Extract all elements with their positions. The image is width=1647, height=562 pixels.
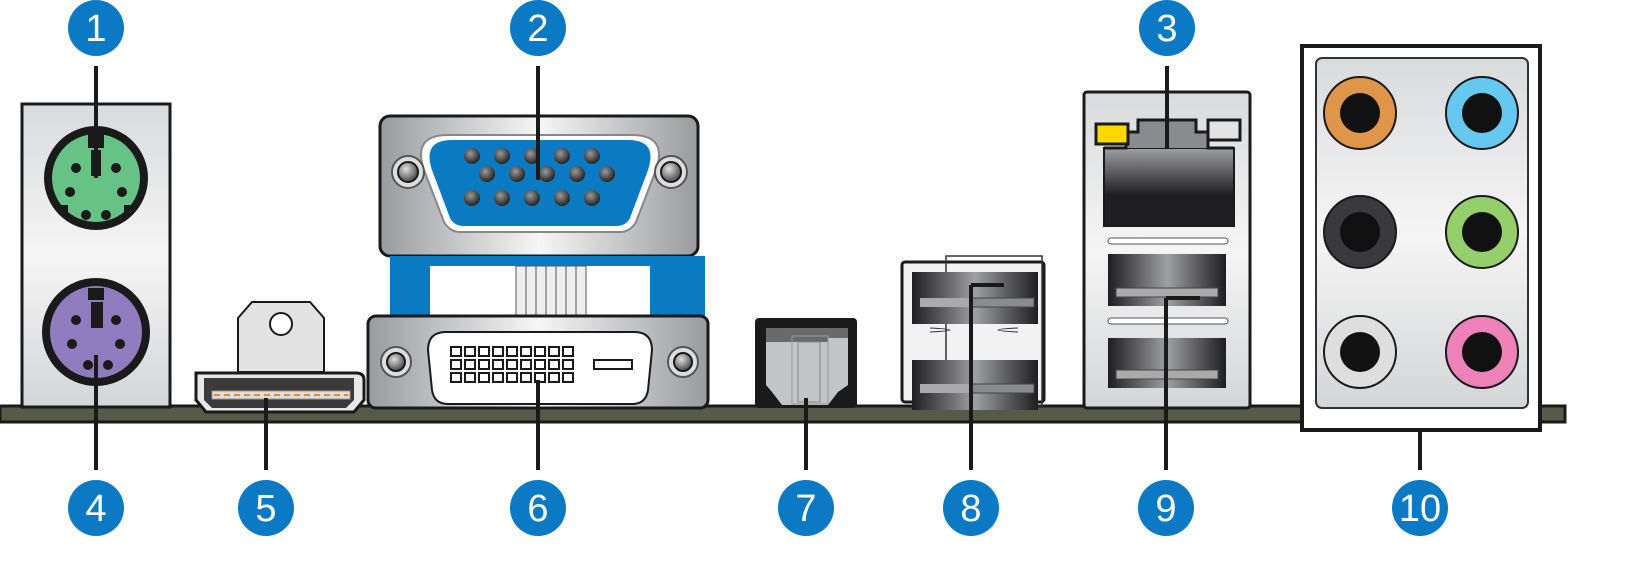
callout-badge-3: 3: [1139, 0, 1195, 56]
audio-jack[interactable]: [1323, 195, 1397, 269]
callout-number: 6: [527, 488, 548, 530]
callout-number: 8: [960, 488, 981, 530]
callout-badge-9: 9: [1138, 480, 1194, 536]
vga-pin: [569, 166, 585, 182]
dvi-pin: [534, 359, 546, 370]
dvi-pin: [450, 346, 462, 357]
dvi-pin: [534, 346, 546, 357]
dvi-pin: [478, 372, 490, 383]
audio-jack[interactable]: [1445, 76, 1519, 150]
callout-number: 2: [527, 8, 548, 50]
callout-badge-10: 10: [1392, 480, 1448, 536]
hdmi-port[interactable]: [194, 301, 366, 414]
vga-pin: [524, 190, 540, 206]
vga-pin: [584, 190, 600, 206]
dvi-port[interactable]: [366, 314, 710, 410]
usb-ports-8[interactable]: [900, 255, 1046, 410]
vga-pin: [494, 190, 510, 206]
audio-jack[interactable]: [1445, 315, 1519, 389]
callout-number: 9: [1155, 488, 1176, 530]
vga-pin: [539, 166, 555, 182]
callout-number: 1: [85, 8, 106, 50]
dvi-pin: [520, 372, 532, 383]
callout-badge-7: 7: [778, 480, 834, 536]
dvi-pin: [478, 359, 490, 370]
dvi-pin: [562, 359, 574, 370]
audio-jack[interactable]: [1445, 195, 1519, 269]
callout-badge-6: 6: [510, 480, 566, 536]
vga-pin: [554, 190, 570, 206]
dvi-pin: [562, 372, 574, 383]
vga-pin: [464, 190, 480, 206]
audio-jack[interactable]: [1323, 315, 1397, 389]
dvi-pin: [492, 372, 504, 383]
vga-pin: [584, 148, 600, 164]
audio-ports: [1300, 44, 1542, 432]
callout-number: 4: [85, 488, 106, 530]
audio-jack[interactable]: [1323, 76, 1397, 150]
callout-number: 10: [1399, 488, 1441, 530]
callout-number: 7: [795, 488, 816, 530]
dvi-pin: [464, 359, 476, 370]
lan-led-right: [1206, 118, 1242, 142]
callout-badge-2: 2: [510, 0, 566, 56]
dvi-pin: [548, 359, 560, 370]
vga-pin: [464, 148, 480, 164]
vga-pin: [494, 148, 510, 164]
vga-pin: [479, 166, 495, 182]
dvi-pin: [562, 346, 574, 357]
vga-pin: [554, 148, 570, 164]
dvi-pin: [492, 359, 504, 370]
vga-port[interactable]: [378, 114, 705, 317]
lan-port[interactable]: [1094, 118, 1242, 227]
dvi-pin: [506, 372, 518, 383]
dvi-pin: [520, 346, 532, 357]
dvi-pin: [464, 372, 476, 383]
optical-spdif-port[interactable]: [755, 318, 857, 408]
dvi-pin: [506, 359, 518, 370]
dvi-pin: [492, 346, 504, 357]
dvi-pin: [450, 359, 462, 370]
callout-lines: [94, 66, 1422, 470]
dvi-pin: [506, 346, 518, 357]
dvi-pin: [548, 346, 560, 357]
callout-number: 5: [255, 488, 276, 530]
callout-badge-1: 1: [68, 0, 124, 56]
vga-pin: [599, 166, 615, 182]
vga-pin: [509, 166, 525, 182]
dvi-pin: [464, 346, 476, 357]
ps2-keyboard-port[interactable]: [42, 278, 150, 386]
callout-badge-8: 8: [943, 480, 999, 536]
dvi-pin: [520, 359, 532, 370]
dvi-pin: [548, 372, 560, 383]
dvi-pin: [450, 372, 462, 383]
callout-badge-4: 4: [68, 480, 124, 536]
dvi-pin: [478, 346, 490, 357]
lan-led-left: [1094, 122, 1130, 146]
callout-number: 3: [1156, 8, 1177, 50]
callout-badge-5: 5: [238, 480, 294, 536]
